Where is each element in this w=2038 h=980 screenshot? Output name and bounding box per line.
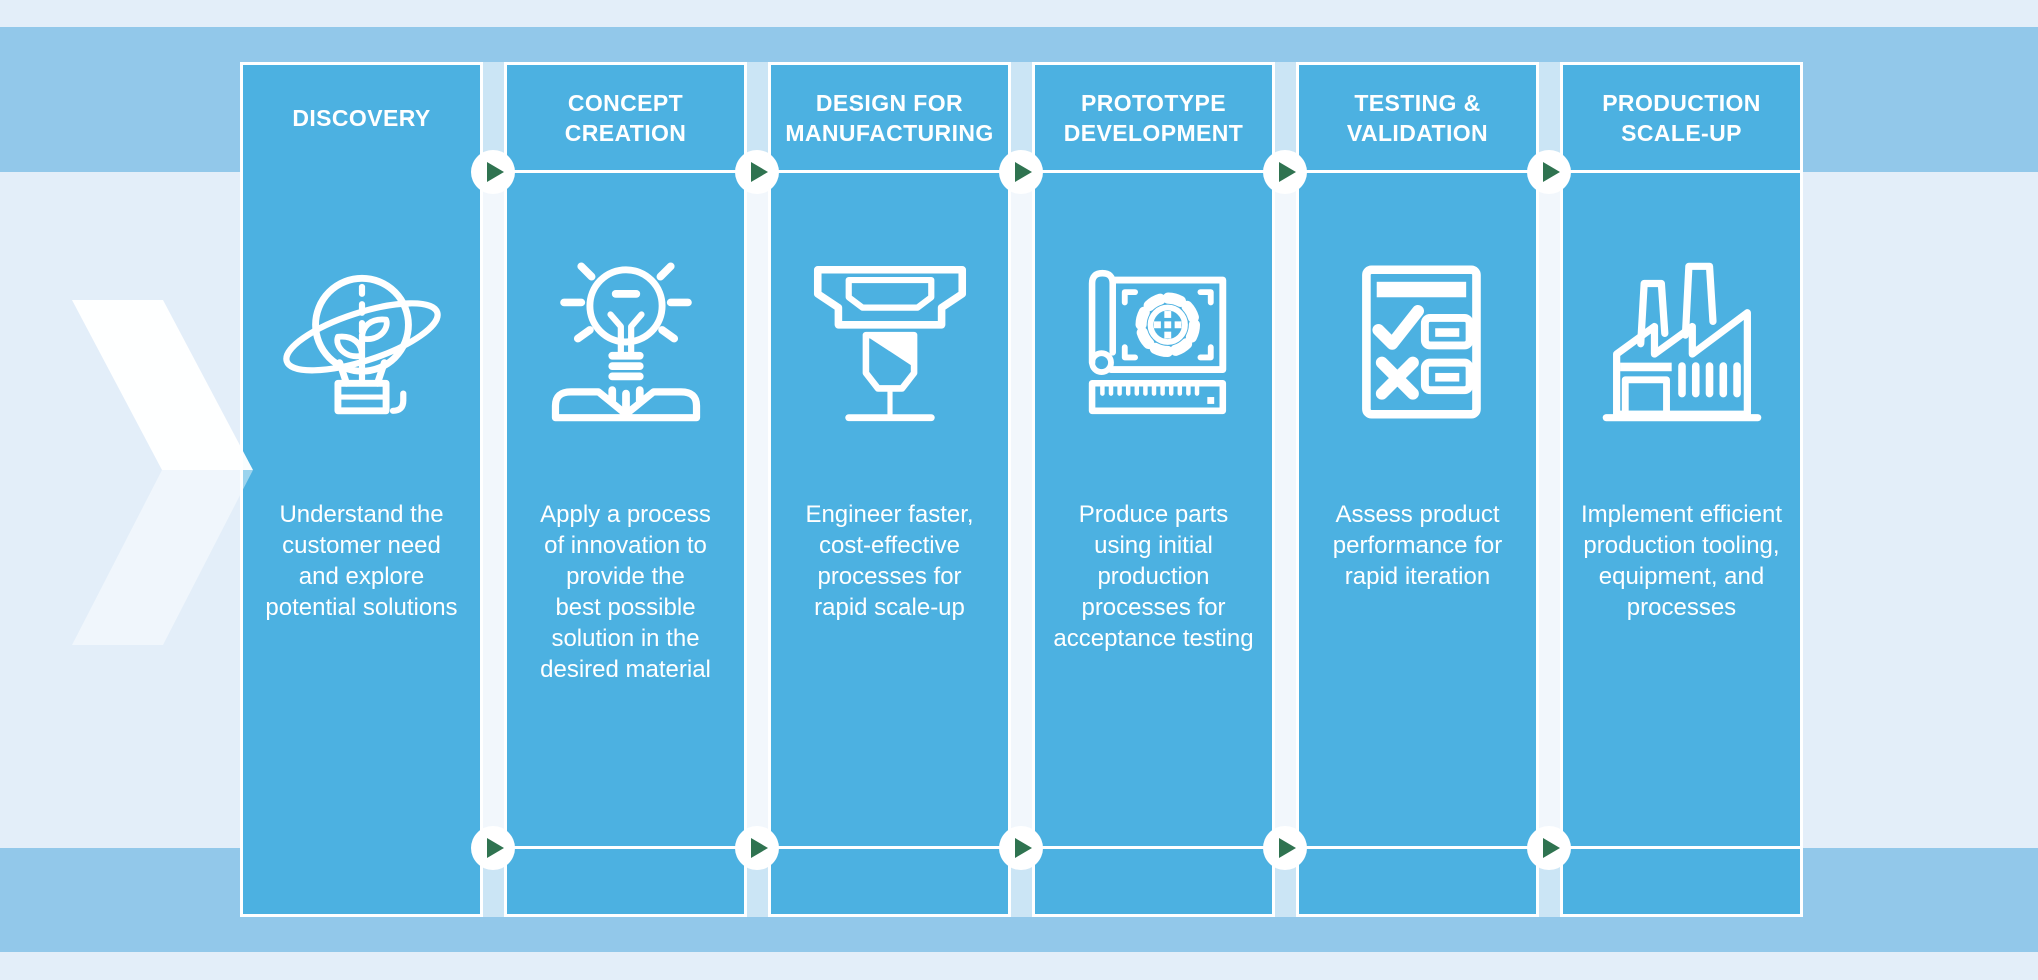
column-gap	[1011, 62, 1032, 917]
stage-card-testing-validation: TESTING & VALIDATION Assess product perf…	[1296, 62, 1539, 917]
play-arrow-icon	[1543, 162, 1560, 182]
stage-title: CONCEPT CREATION	[564, 90, 687, 146]
stage-title: TESTING & VALIDATION	[1346, 90, 1489, 146]
blueprint-gear-ruler-icon	[1035, 247, 1272, 437]
stage-card-concept-creation: CONCEPT CREATION Apply a process of inno…	[504, 62, 747, 917]
play-arrow-icon	[487, 838, 504, 858]
column-gap	[483, 62, 504, 917]
next-step-arrow	[1263, 150, 1307, 194]
stage-description: Understand the customer need and explore…	[265, 501, 458, 621]
stage-card-discovery: DISCOVERY Understand the customer need a…	[240, 62, 483, 917]
stage-card-prototype-development: PROTOTYPE DEVELOPMENT Produce parts usin…	[1032, 62, 1275, 917]
play-arrow-icon	[751, 162, 768, 182]
next-step-arrow	[1263, 826, 1307, 870]
next-step-arrow	[1527, 826, 1571, 870]
stage-title: DISCOVERY	[292, 105, 431, 131]
next-step-arrow	[735, 150, 779, 194]
factory-icon	[1563, 247, 1800, 437]
column-gap	[1275, 62, 1296, 917]
next-step-arrow	[735, 826, 779, 870]
stage-description: Produce parts using initial production p…	[1053, 501, 1254, 652]
stage-card-production-scale-up: PRODUCTION SCALE-UP Implement efficient …	[1560, 62, 1803, 917]
stage-title: PROTOTYPE DEVELOPMENT	[1063, 90, 1244, 146]
column-gap	[747, 62, 768, 917]
column-gap	[1539, 62, 1560, 917]
stage-description: Implement efficient production tooling, …	[1581, 501, 1782, 621]
next-step-arrow	[471, 826, 515, 870]
stage-description: Engineer faster, cost-effective processe…	[805, 501, 974, 621]
idea-lightbulb-hands-icon	[507, 247, 744, 437]
play-arrow-icon	[1279, 162, 1296, 182]
play-arrow-icon	[1543, 838, 1560, 858]
next-step-arrow	[999, 150, 1043, 194]
next-step-arrow	[1527, 150, 1571, 194]
top-connector-line	[493, 170, 1803, 173]
cnc-machine-icon	[771, 247, 1008, 437]
stage-card-design-for-manufacturing: DESIGN FOR MANUFACTURING Engineer faster…	[768, 62, 1011, 917]
play-arrow-icon	[751, 838, 768, 858]
next-step-arrow	[471, 150, 515, 194]
stage-title: DESIGN FOR MANUFACTURING	[785, 90, 994, 146]
stage-description: Apply a process of innovation to provide…	[540, 501, 711, 683]
stage-title: PRODUCTION SCALE-UP	[1602, 90, 1761, 146]
play-arrow-icon	[1015, 838, 1032, 858]
checklist-icon	[1299, 247, 1536, 437]
play-arrow-icon	[487, 162, 504, 182]
play-arrow-icon	[1015, 162, 1032, 182]
play-arrow-icon	[1279, 838, 1296, 858]
globe-sprout-bulb-icon	[243, 247, 480, 437]
bottom-connector-line	[493, 846, 1803, 849]
stage-description: Assess product performance for rapid ite…	[1332, 501, 1503, 590]
next-step-arrow	[999, 826, 1043, 870]
